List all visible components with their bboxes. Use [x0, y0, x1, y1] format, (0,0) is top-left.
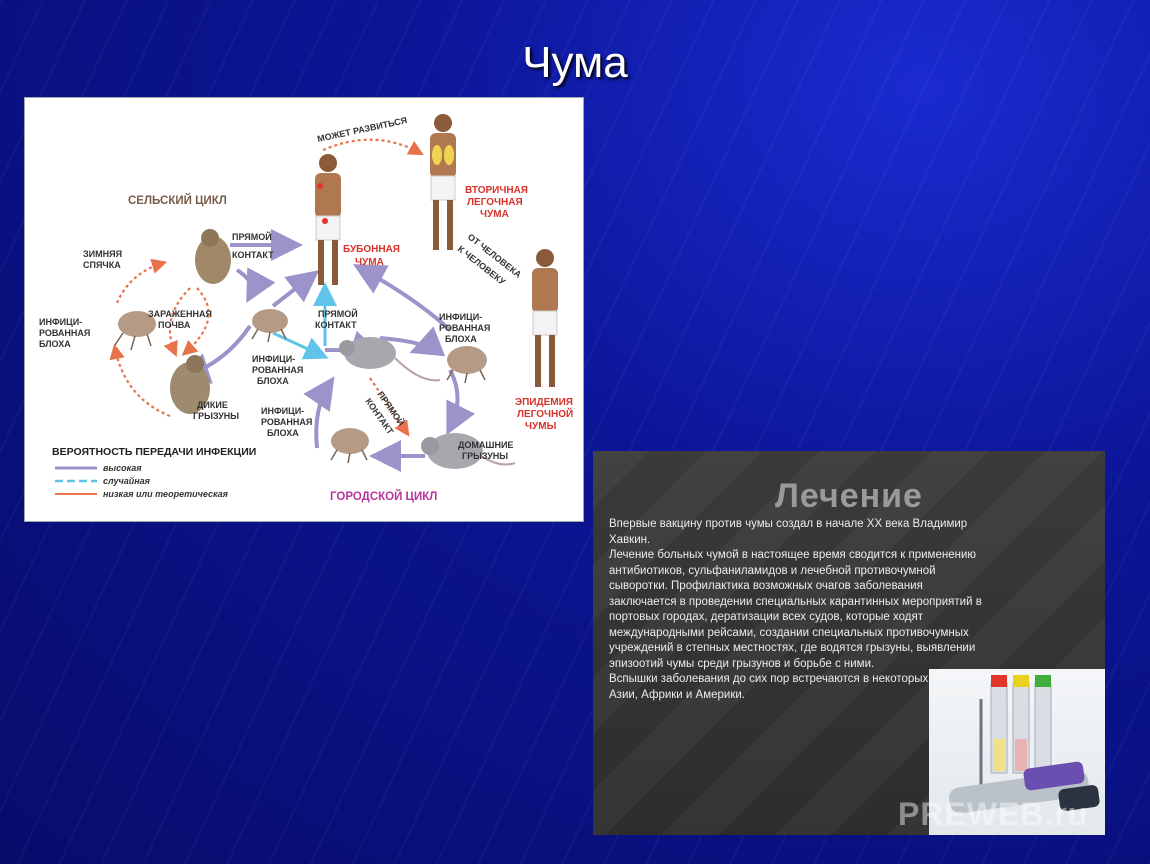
- infected-soil-2: ПОЧВА: [158, 320, 191, 330]
- wild-rodents-1: ДИКИЕ: [197, 400, 228, 410]
- rural-cycle-label: СЕЛЬСКИЙ ЦИКЛ: [128, 194, 227, 207]
- diagram-canvas: СЕЛЬСКИЙ ЦИКЛ ГОРОДСКОЙ ЦИКЛ ЗИМНЯЯ СПЯЧ…: [39, 114, 573, 503]
- flea-center-3: БЛОХА: [257, 376, 289, 386]
- direct-contact-top-2: КОНТАКТ: [232, 250, 274, 260]
- flea-left-2: РОВАННАЯ: [39, 328, 90, 338]
- test-tubes-icon: [949, 675, 1100, 814]
- flea-center-1: ИНФИЦИ-: [252, 354, 295, 364]
- watermark: PREWEB.ru: [898, 796, 1089, 832]
- epidemic-3: ЧУМЫ: [525, 421, 557, 432]
- flea-left-3: БЛОХА: [39, 339, 71, 349]
- human-secondary-icon: [430, 114, 456, 250]
- flea-right-3: БЛОХА: [445, 334, 477, 344]
- flea-bottom-3: БЛОХА: [267, 428, 299, 438]
- domestic-rodents-2: ГРЫЗУНЫ: [462, 451, 508, 461]
- hibernation-label-2: СПЯЧКА: [83, 260, 121, 270]
- flea-icon-right: [446, 346, 487, 384]
- flea-icon-center: [251, 309, 288, 343]
- flea-bottom-1: ИНФИЦИ-: [261, 406, 304, 416]
- treatment-paragraph-3: Вспышки заболевания до сих пор встречают…: [609, 673, 974, 701]
- treatment-slide-panel: Лечение Впервые вакцину против чумы созд…: [593, 451, 1105, 835]
- legend-low-label: низкая или теоретическая: [103, 489, 229, 499]
- flea-icon-bottom: [330, 428, 369, 464]
- secondary-pneumonic-3: ЧУМА: [480, 209, 509, 220]
- flea-center-2: РОВАННАЯ: [252, 365, 303, 375]
- hibernation-label-1: ЗИМНЯЯ: [83, 249, 122, 259]
- slide-title: Чума: [522, 38, 628, 87]
- flea-icon-left: [114, 311, 156, 351]
- direct-contact-mid-1: ПРЯМОЙ: [318, 308, 358, 319]
- may-develop-label: МОЖЕТ РАЗВИТЬСЯ: [316, 115, 408, 144]
- random-arrows: [272, 282, 337, 360]
- infected-soil-1: ЗАРАЖЕННАЯ: [148, 309, 212, 319]
- epidemic-2: ЛЕГОЧНОЙ: [517, 407, 573, 420]
- flea-left-1: ИНФИЦИ-: [39, 317, 82, 327]
- human-epidemic-icon: [532, 249, 558, 387]
- direct-contact-top-1: ПРЯМОЙ: [232, 231, 272, 242]
- legend: ВЕРОЯТНОСТЬ ПЕРЕДАЧИ ИНФЕКЦИИ высокая сл…: [52, 446, 256, 499]
- flea-right-1: ИНФИЦИ-: [439, 312, 482, 322]
- marmot-icon-top: [195, 229, 231, 284]
- bubonic-plague-1: БУБОННАЯ: [343, 244, 400, 255]
- treatment-title: Лечение: [775, 477, 923, 515]
- low-probability-arrows: [109, 138, 424, 437]
- domestic-rodents-1: ДОМАШНИЕ: [458, 440, 513, 450]
- human-bubonic-icon: [315, 154, 341, 285]
- treatment-paragraph-1: Впервые вакцину против чумы создал в нач…: [609, 518, 968, 546]
- bubonic-plague-2: ЧУМА: [355, 257, 384, 268]
- blood-tubes-photo: [929, 669, 1105, 835]
- rat-icon-center: [339, 337, 441, 382]
- treatment-paragraph-2: Лечение больных чумой в настоящее время …: [609, 549, 982, 670]
- urban-cycle-label: ГОРОДСКОЙ ЦИКЛ: [330, 490, 437, 503]
- epidemic-1: ЭПИДЕМИЯ: [515, 397, 573, 408]
- plague-transmission-diagram: СЕЛЬСКИЙ ЦИКЛ ГОРОДСКОЙ ЦИКЛ ЗИМНЯЯ СПЯЧ…: [24, 97, 584, 522]
- secondary-pneumonic-2: ЛЕГОЧНАЯ: [467, 197, 523, 208]
- treatment-text: Впервые вакцину против чумы создал в нач…: [609, 517, 989, 703]
- legend-high-label: высокая: [103, 463, 142, 473]
- wild-rodents-2: ГРЫЗУНЫ: [193, 411, 239, 421]
- flea-right-2: РОВАННАЯ: [439, 323, 490, 333]
- flea-bottom-2: РОВАННАЯ: [261, 417, 312, 427]
- legend-title: ВЕРОЯТНОСТЬ ПЕРЕДАЧИ ИНФЕКЦИИ: [52, 446, 256, 458]
- marmot-icon-bottom: [170, 355, 210, 414]
- secondary-pneumonic-1: ВТОРИЧНАЯ: [465, 185, 528, 196]
- rat-icon-domestic: [421, 433, 516, 469]
- legend-random-label: случайная: [103, 476, 151, 486]
- direct-contact-mid-2: КОНТАКТ: [315, 320, 357, 330]
